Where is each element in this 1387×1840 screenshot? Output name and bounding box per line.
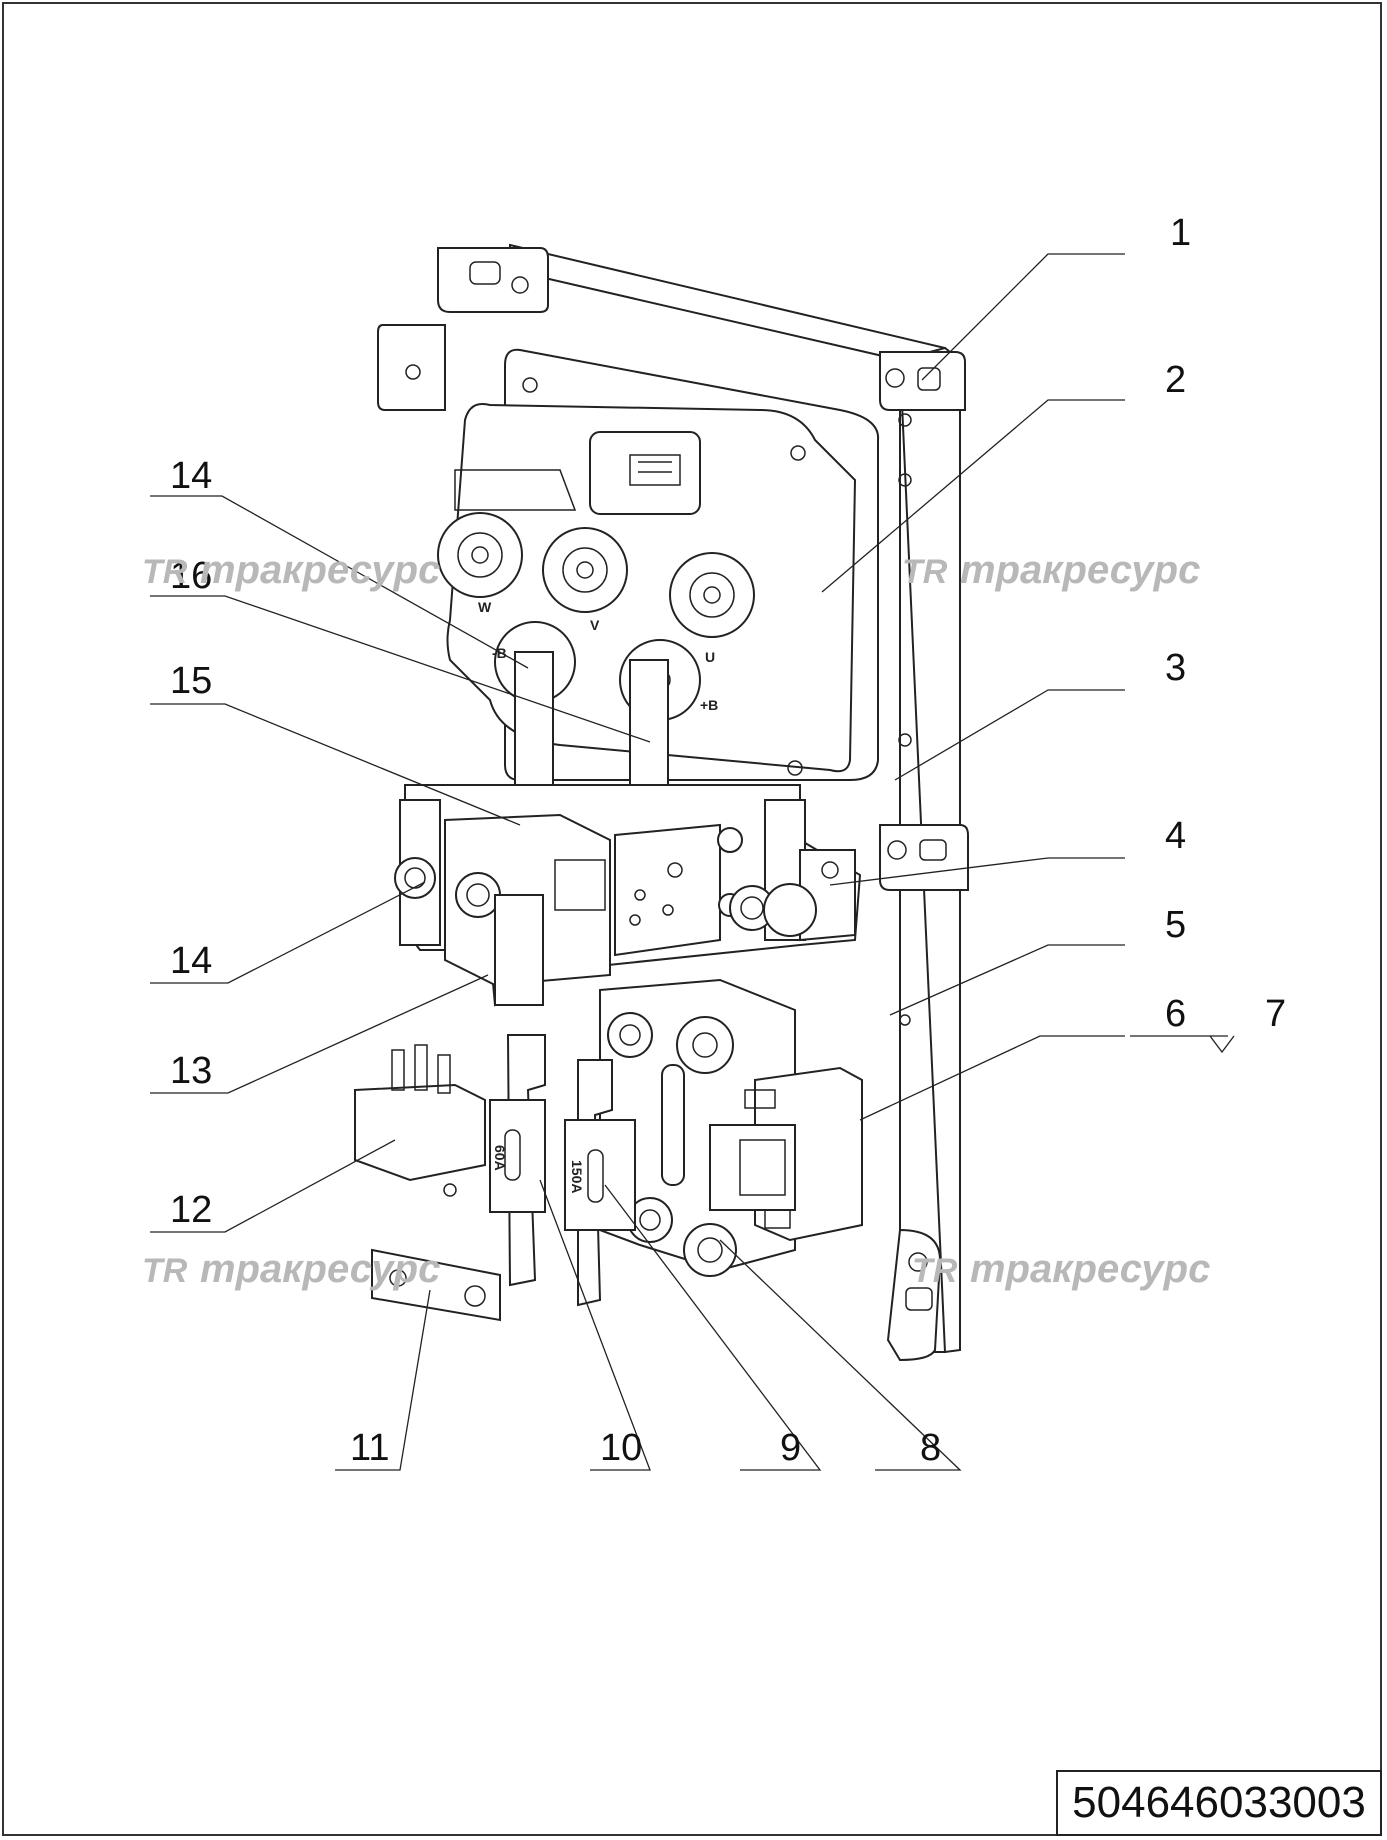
callout-14-upper: 14 xyxy=(170,455,212,497)
watermark-3: TR тракресурс xyxy=(142,1247,440,1291)
callout-11: 11 xyxy=(350,1427,389,1469)
callout-16: 16 xyxy=(170,555,212,597)
svg-text:TR: TR xyxy=(142,553,188,591)
svg-text:тракресурс: тракресурс xyxy=(970,1247,1210,1291)
watermark-2: TR тракресурс xyxy=(902,548,1200,592)
shunt-bar xyxy=(371,1248,501,1322)
drawing-number: 504646033003 xyxy=(1056,1770,1382,1836)
terminal-u-label: U xyxy=(705,649,715,665)
callout-2: 2 xyxy=(1165,359,1186,401)
fuse-150a: 150A xyxy=(564,1059,636,1307)
svg-text:тракресурс: тракресурс xyxy=(200,548,440,592)
svg-text:TR: TR xyxy=(142,1252,188,1290)
callout-12: 12 xyxy=(170,1189,212,1231)
relay-socket xyxy=(709,1066,863,1242)
fuse-60a: 60A xyxy=(489,1034,546,1287)
callout-1: 1 xyxy=(1170,212,1191,254)
callout-10: 10 xyxy=(600,1427,642,1469)
terminal-w xyxy=(437,512,523,598)
svg-text:TR: TR xyxy=(912,1252,958,1290)
contactor-bracket xyxy=(394,784,862,1007)
watermark-1: TR тракресурс xyxy=(142,548,440,592)
fuse-60a-label: 60A xyxy=(492,1145,508,1171)
callout-7: 7 xyxy=(1265,993,1286,1035)
callout-6: 6 xyxy=(1165,993,1186,1035)
terminal-v-label: V xyxy=(590,617,600,633)
fuse-150a-label: 150A xyxy=(569,1160,585,1193)
relay xyxy=(354,1044,486,1197)
callout-3: 3 xyxy=(1165,647,1186,689)
mounting-plate xyxy=(377,243,969,1362)
terminal-b-minus-label: -B xyxy=(492,645,507,661)
svg-text:TR: TR xyxy=(902,553,948,591)
terminal-u xyxy=(669,552,755,638)
svg-text:тракресурс: тракресурс xyxy=(200,1247,440,1291)
callout-15: 15 xyxy=(170,660,212,702)
watermark-4: TR тракресурс xyxy=(912,1247,1210,1291)
callout-9: 9 xyxy=(780,1427,801,1469)
terminal-b-plus-label: +B xyxy=(700,697,718,713)
callout-4: 4 xyxy=(1165,815,1186,857)
callout-8: 8 xyxy=(920,1427,941,1469)
callout-5: 5 xyxy=(1165,904,1186,946)
motor-controller: W V U -B +B xyxy=(437,348,880,811)
leader-lines xyxy=(150,253,1235,1471)
terminal-v xyxy=(542,527,628,613)
callout-numbers: 1 2 3 4 5 6 7 8 9 10 11 12 13 14 15 16 1… xyxy=(170,212,1286,1469)
callout-14-lower: 14 xyxy=(170,940,212,982)
terminal-w-label: W xyxy=(478,599,492,615)
callout-13: 13 xyxy=(170,1050,212,1092)
svg-text:тракресурс: тракресурс xyxy=(960,548,1200,592)
